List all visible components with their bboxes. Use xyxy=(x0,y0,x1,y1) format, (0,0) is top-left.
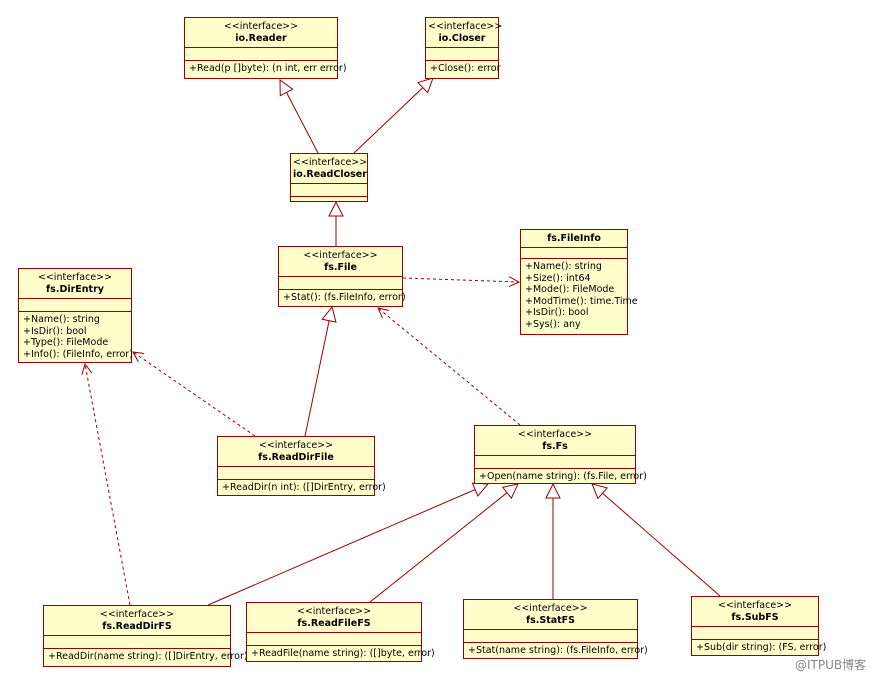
operation-item: +ReadFile(name string): ([]byte, error) xyxy=(251,648,435,659)
operation-item: +Name(): string xyxy=(23,314,100,325)
operations-section: +Read(p []byte): (n int, err error) xyxy=(185,60,347,77)
operations-section: +Stat(): (fs.FileInfo, error) xyxy=(279,289,406,306)
class-name: io.Reader xyxy=(235,33,287,44)
attributes-section xyxy=(464,629,637,642)
operation-item: +ReadDir(name string): ([]DirEntry, erro… xyxy=(48,651,248,662)
class-name: fs.DirEntry xyxy=(46,284,104,295)
attributes-section xyxy=(19,298,131,311)
fs-readdirfs-interface[interactable]: <<interface>>fs.ReadDirFS +ReadDir(name … xyxy=(43,605,248,667)
fs-subfs-interface[interactable]: <<interface>>fs.SubFS +Sub(dir string): … xyxy=(691,596,827,656)
edge-readdirfs-fs xyxy=(207,484,488,606)
attributes-section xyxy=(291,183,367,196)
operation-item: +ModTime(): time.Time xyxy=(525,295,638,307)
edge-readcloser-closer xyxy=(353,78,433,154)
class-name: io.Closer xyxy=(438,33,486,44)
attributes-section xyxy=(44,635,230,648)
stereotype-label: <<interface>> xyxy=(303,250,378,261)
operations-section: +ReadFile(name string): ([]byte, error) xyxy=(247,645,435,662)
attributes-section xyxy=(475,455,635,468)
attributes-section xyxy=(426,47,498,60)
stereotype-label: <<interface>> xyxy=(296,606,372,617)
attributes-section xyxy=(692,626,818,639)
fs-fs-interface[interactable]: <<interface>>fs.Fs +Open(name string): (… xyxy=(474,425,647,485)
class-name: fs.File xyxy=(324,262,357,273)
operations-section xyxy=(291,196,367,209)
class-name: fs.Fs xyxy=(542,441,568,452)
fs-statfs-interface[interactable]: <<interface>>fs.StatFS +Stat(name string… xyxy=(463,599,648,659)
io-reader-interface[interactable]: <<interface>>io.Reader +Read(p []byte): … xyxy=(184,17,347,79)
operation-item: +Type(): FileMode xyxy=(23,337,109,348)
watermark: @ITPUB博客 xyxy=(795,658,867,672)
stereotype-label: <<interface>> xyxy=(258,440,334,451)
operation-item: +IsDir(): bool xyxy=(525,307,589,318)
operations-section: +Name(): string+IsDir(): bool+Type(): Fi… xyxy=(19,311,133,362)
operation-item: +Info(): (FileInfo, error) xyxy=(23,348,133,360)
stereotype-label: <<interface>> xyxy=(223,21,299,32)
attributes-section xyxy=(279,276,402,289)
fs-file-interface[interactable]: <<interface>>fs.File +Stat(): (fs.FileIn… xyxy=(278,246,406,307)
operations-section: +Stat(name string): (fs.FileInfo, error) xyxy=(464,642,648,659)
operation-item: +Read(p []byte): (n int, err error) xyxy=(189,63,347,74)
attributes-section xyxy=(247,632,421,645)
operations-section: +ReadDir(n int): ([]DirEntry, error) xyxy=(218,479,386,496)
operations-section: +Name(): string+Size(): int64+Mode(): Fi… xyxy=(521,258,638,332)
attributes-section xyxy=(185,47,337,60)
operation-item: +Sub(dir string): (FS, error) xyxy=(696,642,827,653)
stereotype-label: <<interface>> xyxy=(428,21,503,32)
class-name: fs.ReadFileFS xyxy=(297,618,371,629)
stereotype-label: <<interface>> xyxy=(513,603,588,614)
operations-section: +Close(): error xyxy=(426,60,501,77)
attributes-section xyxy=(218,466,374,479)
io-readcloser-interface[interactable]: <<interface>>io.ReadCloser xyxy=(290,153,368,202)
edge-readdirfs-direntry xyxy=(85,364,131,606)
stereotype-label: <<interface>> xyxy=(517,429,593,440)
class-name: fs.StatFS xyxy=(525,615,576,626)
edge-fs-file xyxy=(378,308,521,426)
operations-section: +Sub(dir string): (FS, error) xyxy=(692,639,827,656)
operations-section: +ReadDir(name string): ([]DirEntry, erro… xyxy=(44,648,248,665)
fs-direntry-interface[interactable]: <<interface>>fs.DirEntry +Name(): string… xyxy=(18,268,133,363)
class-name: fs.ReadDirFile xyxy=(258,452,334,463)
operation-item: +Name(): string xyxy=(525,261,602,272)
class-name: fs.FileInfo xyxy=(547,233,601,244)
fs-fileinfo-class[interactable]: fs.FileInfo +Name(): string+Size(): int6… xyxy=(520,229,638,335)
operation-item: +Close(): error xyxy=(430,63,501,74)
operation-item: +Size(): int64 xyxy=(525,272,591,284)
edge-readcloser-reader xyxy=(280,80,319,154)
operation-item: +Mode(): FileMode xyxy=(525,284,615,295)
stereotype-label: <<interface>> xyxy=(717,600,793,611)
attributes-section xyxy=(521,247,627,258)
operation-item: +ReadDir(n int): ([]DirEntry, error) xyxy=(222,482,386,493)
edge-readdirfile-file xyxy=(304,307,332,437)
stereotype-label: <<interface>> xyxy=(293,157,368,168)
edge-file-fileinfo xyxy=(402,278,519,282)
class-name: fs.SubFS xyxy=(731,612,779,623)
operation-item: +Open(name string): (fs.File, error) xyxy=(479,471,647,482)
operation-item: +Stat(): (fs.FileInfo, error) xyxy=(283,292,406,303)
operations-section: +Open(name string): (fs.File, error) xyxy=(475,468,647,485)
io-closer-interface[interactable]: <<interface>>io.Closer +Close(): error xyxy=(425,17,503,79)
fs-readdirfile-interface[interactable]: <<interface>>fs.ReadDirFile +ReadDir(n i… xyxy=(217,436,386,496)
edge-subfs-fs xyxy=(592,484,721,597)
edge-readdirfile-direntry xyxy=(133,352,256,437)
fs-readfilefs-interface[interactable]: <<interface>>fs.ReadFileFS +ReadFile(nam… xyxy=(246,602,435,662)
stereotype-label: <<interface>> xyxy=(99,609,175,620)
class-name: io.ReadCloser xyxy=(293,169,367,180)
stereotype-label: <<interface>> xyxy=(37,272,113,283)
class-name: fs.ReadDirFS xyxy=(102,621,172,632)
operation-item: +IsDir(): bool xyxy=(23,325,87,337)
edge-readfilefs-fs xyxy=(369,484,518,603)
operation-item: +Stat(name string): (fs.FileInfo, error) xyxy=(468,645,648,656)
operation-item: +Sys(): any xyxy=(525,318,581,330)
